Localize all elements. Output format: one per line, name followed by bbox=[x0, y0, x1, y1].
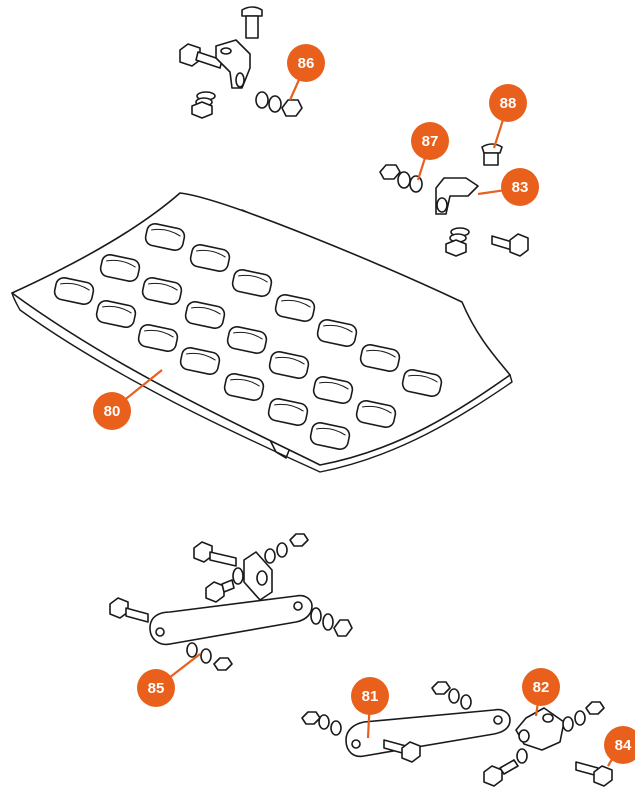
callout-83[interactable]: 83 bbox=[501, 168, 539, 206]
link-bar bbox=[345, 708, 511, 758]
callout-82[interactable]: 82 bbox=[522, 668, 560, 706]
hex-nut bbox=[213, 657, 233, 671]
callout-84[interactable]: 84 bbox=[604, 726, 635, 764]
plate-edge bbox=[11, 292, 513, 473]
bolt-head bbox=[241, 6, 263, 17]
bolt-shank bbox=[209, 551, 237, 567]
hex-nut bbox=[445, 239, 467, 257]
callout-label: 81 bbox=[362, 688, 379, 705]
hex-bolt-head bbox=[509, 233, 529, 257]
bracket bbox=[215, 39, 251, 89]
callout-87[interactable]: 87 bbox=[411, 122, 449, 160]
washer bbox=[255, 91, 269, 109]
hex-nut bbox=[585, 701, 605, 715]
hex-nut bbox=[191, 101, 213, 119]
bolt-shank bbox=[491, 235, 513, 251]
bracket-hole bbox=[436, 197, 448, 213]
bolt-shank bbox=[483, 152, 499, 166]
bracket-hole bbox=[220, 47, 232, 55]
hex-nut bbox=[281, 99, 303, 117]
hardware-group-86 bbox=[179, 6, 303, 119]
callout-label: 82 bbox=[533, 679, 550, 696]
plate-body bbox=[11, 192, 511, 466]
hex-bolt-head bbox=[593, 765, 613, 787]
callouts: 80 81 82 83 84 85 bbox=[93, 44, 635, 767]
callout-label: 83 bbox=[512, 179, 529, 196]
callout-81[interactable]: 81 bbox=[351, 677, 389, 715]
bracket-assembly-85 bbox=[109, 533, 353, 671]
link-bar bbox=[149, 594, 313, 646]
angle-bracket bbox=[515, 707, 565, 751]
hex-nut bbox=[333, 619, 353, 637]
washer bbox=[409, 175, 423, 193]
callout-label: 80 bbox=[104, 403, 121, 420]
skid-plate bbox=[11, 192, 513, 473]
bolt-shank bbox=[245, 15, 259, 39]
hex-bolt-head bbox=[483, 765, 503, 787]
bolt-shank bbox=[125, 607, 149, 623]
hex-nut bbox=[431, 681, 451, 695]
washer bbox=[268, 95, 282, 113]
hex-bolt-head bbox=[205, 581, 225, 603]
hardware-group-83 bbox=[379, 143, 529, 257]
callout-80[interactable]: 80 bbox=[93, 392, 131, 430]
bracket-assembly-81 bbox=[301, 681, 613, 787]
washer bbox=[232, 567, 244, 585]
callout-label: 86 bbox=[298, 55, 315, 72]
bolt-shank bbox=[195, 51, 223, 69]
callout-85[interactable]: 85 bbox=[137, 669, 175, 707]
bracket-hole bbox=[235, 72, 245, 88]
callout-88[interactable]: 88 bbox=[489, 84, 527, 122]
callout-label: 84 bbox=[615, 737, 632, 754]
hex-bolt-head bbox=[401, 741, 421, 763]
plate-cutouts bbox=[53, 222, 443, 451]
hex-nut bbox=[379, 164, 401, 180]
callout-label: 88 bbox=[500, 95, 517, 112]
callout-label: 87 bbox=[422, 133, 439, 150]
hex-nut bbox=[289, 533, 309, 547]
washer bbox=[397, 171, 411, 189]
callout-86[interactable]: 86 bbox=[287, 44, 325, 82]
callout-label: 85 bbox=[148, 680, 165, 697]
hex-nut bbox=[301, 711, 321, 725]
